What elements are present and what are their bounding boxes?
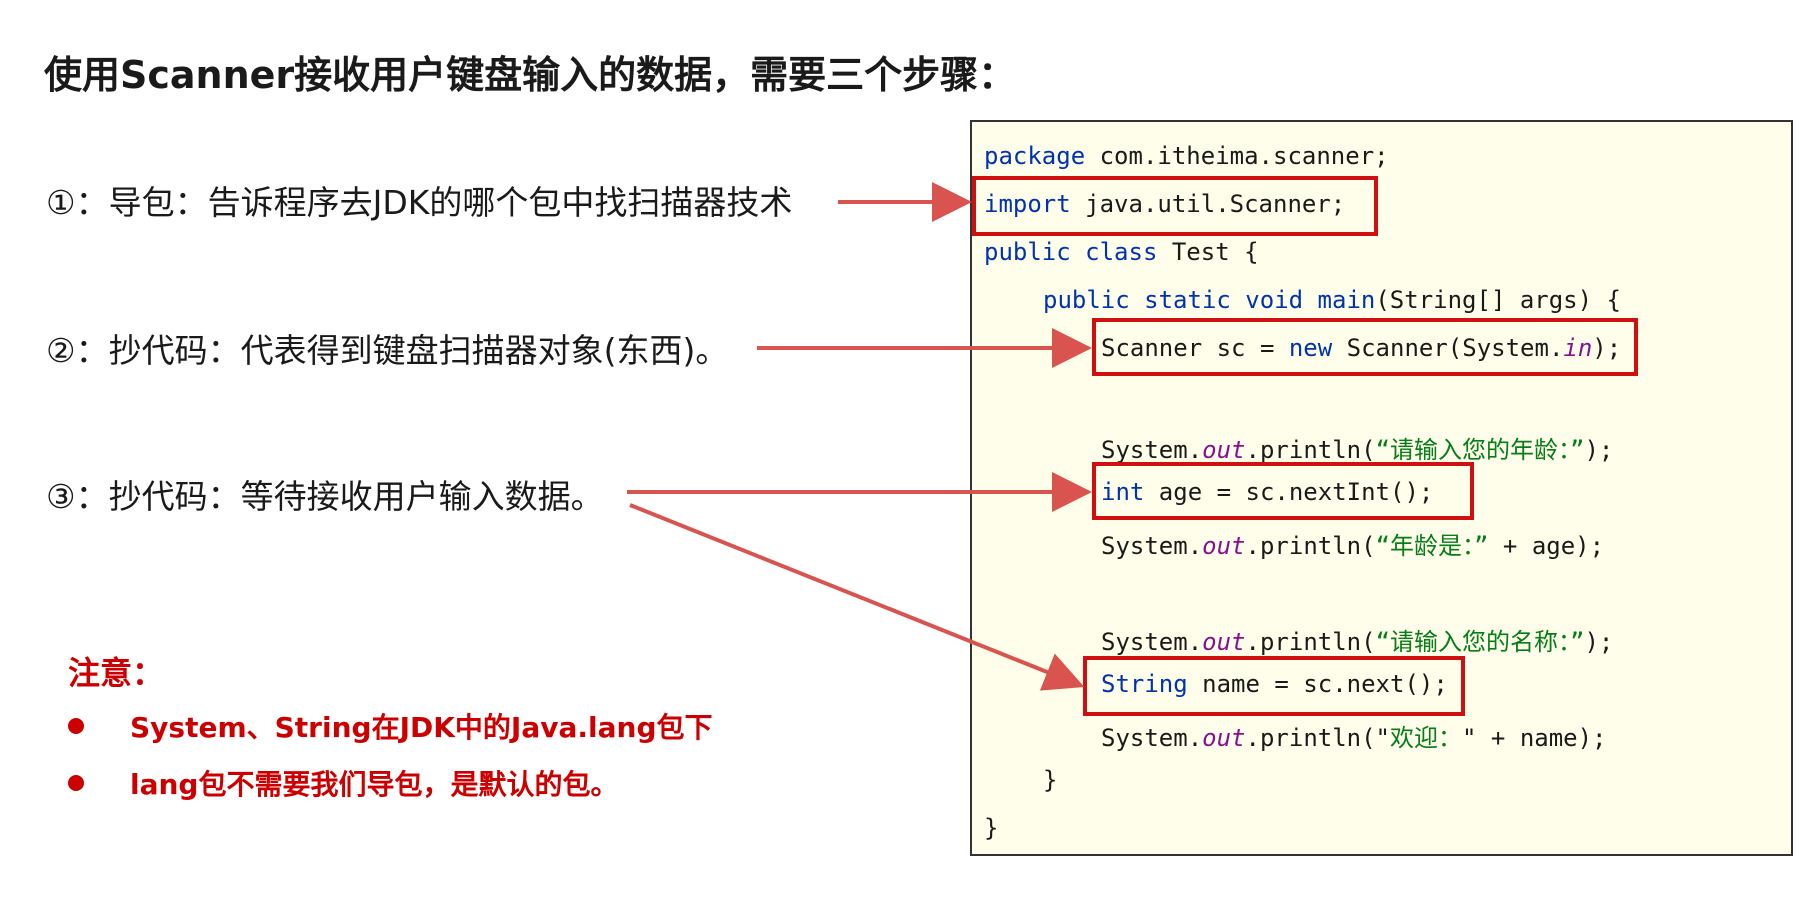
- note-text-1: System、String在JDK中的Java.lang包下: [130, 711, 713, 744]
- code-line-close-method: }: [1043, 766, 1058, 794]
- code-line-class: public class Test {: [984, 238, 1259, 266]
- page-title: 使用Scanner接收用户键盘输入的数据，需要三个步骤：: [44, 53, 1017, 97]
- code-line-read-name: String name = sc.next();: [1101, 670, 1448, 698]
- code-line-scanner-new: Scanner sc = new Scanner(System.in);: [1101, 334, 1622, 362]
- arrow-step-3-string: [629, 503, 1085, 691]
- code-line-read-age: int age = sc.nextInt();: [1101, 478, 1434, 506]
- note-item: System、String在JDK中的Java.lang包下: [68, 706, 713, 746]
- code-line-print-age: System.out.println(“年龄是：” + age);: [1101, 532, 1605, 560]
- code-line-welcome: System.out.println("欢迎：" + name);: [1101, 724, 1607, 752]
- note-text-2: lang包不需要我们导包，是默认的包。: [130, 768, 619, 801]
- note-item: lang包不需要我们导包，是默认的包。: [68, 763, 618, 803]
- code-line-prompt-name: System.out.println(“请输入您的名称：”);: [1101, 628, 1614, 656]
- step-1-import: ①：导包：告诉程序去JDK的哪个包中找扫描器技术: [46, 183, 793, 222]
- code-panel: package com.itheima.scanner; import java…: [970, 120, 1793, 856]
- code-line-prompt-age: System.out.println(“请输入您的年龄：”);: [1101, 436, 1614, 464]
- step-2-create-scanner: ②：抄代码：代表得到键盘扫描器对象(东西)。: [46, 331, 729, 370]
- highlight-box-scanner: [1092, 318, 1638, 376]
- code-line-close-class: }: [984, 814, 999, 842]
- code-line-package: package com.itheima.scanner;: [984, 142, 1389, 170]
- bullet-icon: [68, 775, 84, 791]
- note-title: 注意：: [68, 654, 165, 692]
- code-line-main: public static void main(String[] args) {: [1043, 286, 1621, 314]
- code-line-import: import java.util.Scanner;: [984, 190, 1346, 218]
- highlight-box-import: [972, 176, 1378, 236]
- highlight-box-string-name: [1083, 656, 1465, 716]
- bullet-icon: [68, 718, 84, 734]
- step-3-receive-input: ③：抄代码：等待接收用户输入数据。: [46, 477, 604, 516]
- highlight-box-int-age: [1092, 462, 1474, 520]
